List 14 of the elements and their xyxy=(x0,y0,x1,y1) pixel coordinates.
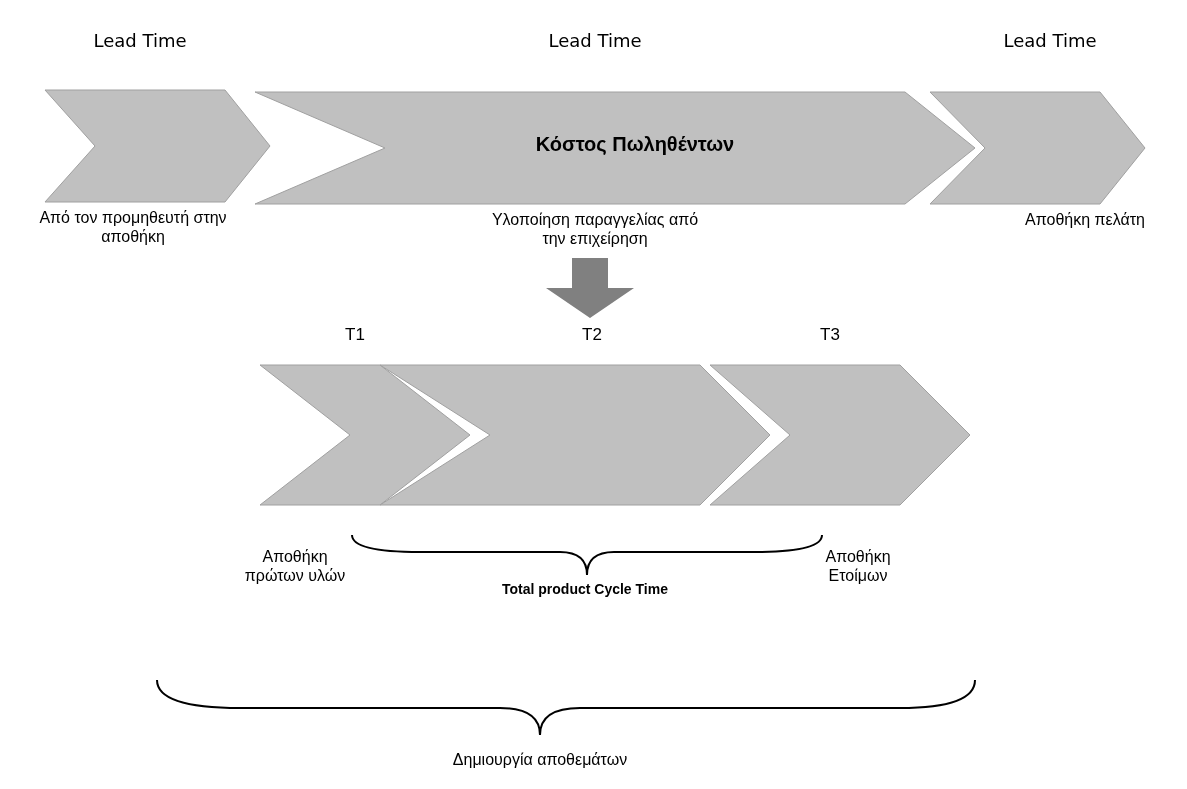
chevron-label: Κόστος Πωληθέντων xyxy=(534,132,736,156)
heading: Lead Time xyxy=(1002,30,1098,52)
node-label: Αποθήκη πελάτη xyxy=(1024,210,1146,230)
heading: T1 xyxy=(344,325,366,346)
node-label: Υλοποίηση παραγγελίας από την επιχείρηση xyxy=(490,210,700,249)
bracket-label: Total product Cycle Time xyxy=(501,581,669,598)
heading: Lead Time xyxy=(92,30,188,52)
heading: T2 xyxy=(581,325,603,346)
node-label: Αποθήκη Ετοίμων xyxy=(824,547,892,586)
heading: Lead Time xyxy=(547,30,643,52)
bracket-label: Δημιουργία αποθεμάτων xyxy=(451,750,629,770)
node-label: Από τον προμηθευτή στην αποθήκη xyxy=(38,208,228,247)
node-label: Αποθήκη πρώτων υλών xyxy=(243,547,347,586)
heading: T3 xyxy=(819,325,841,346)
